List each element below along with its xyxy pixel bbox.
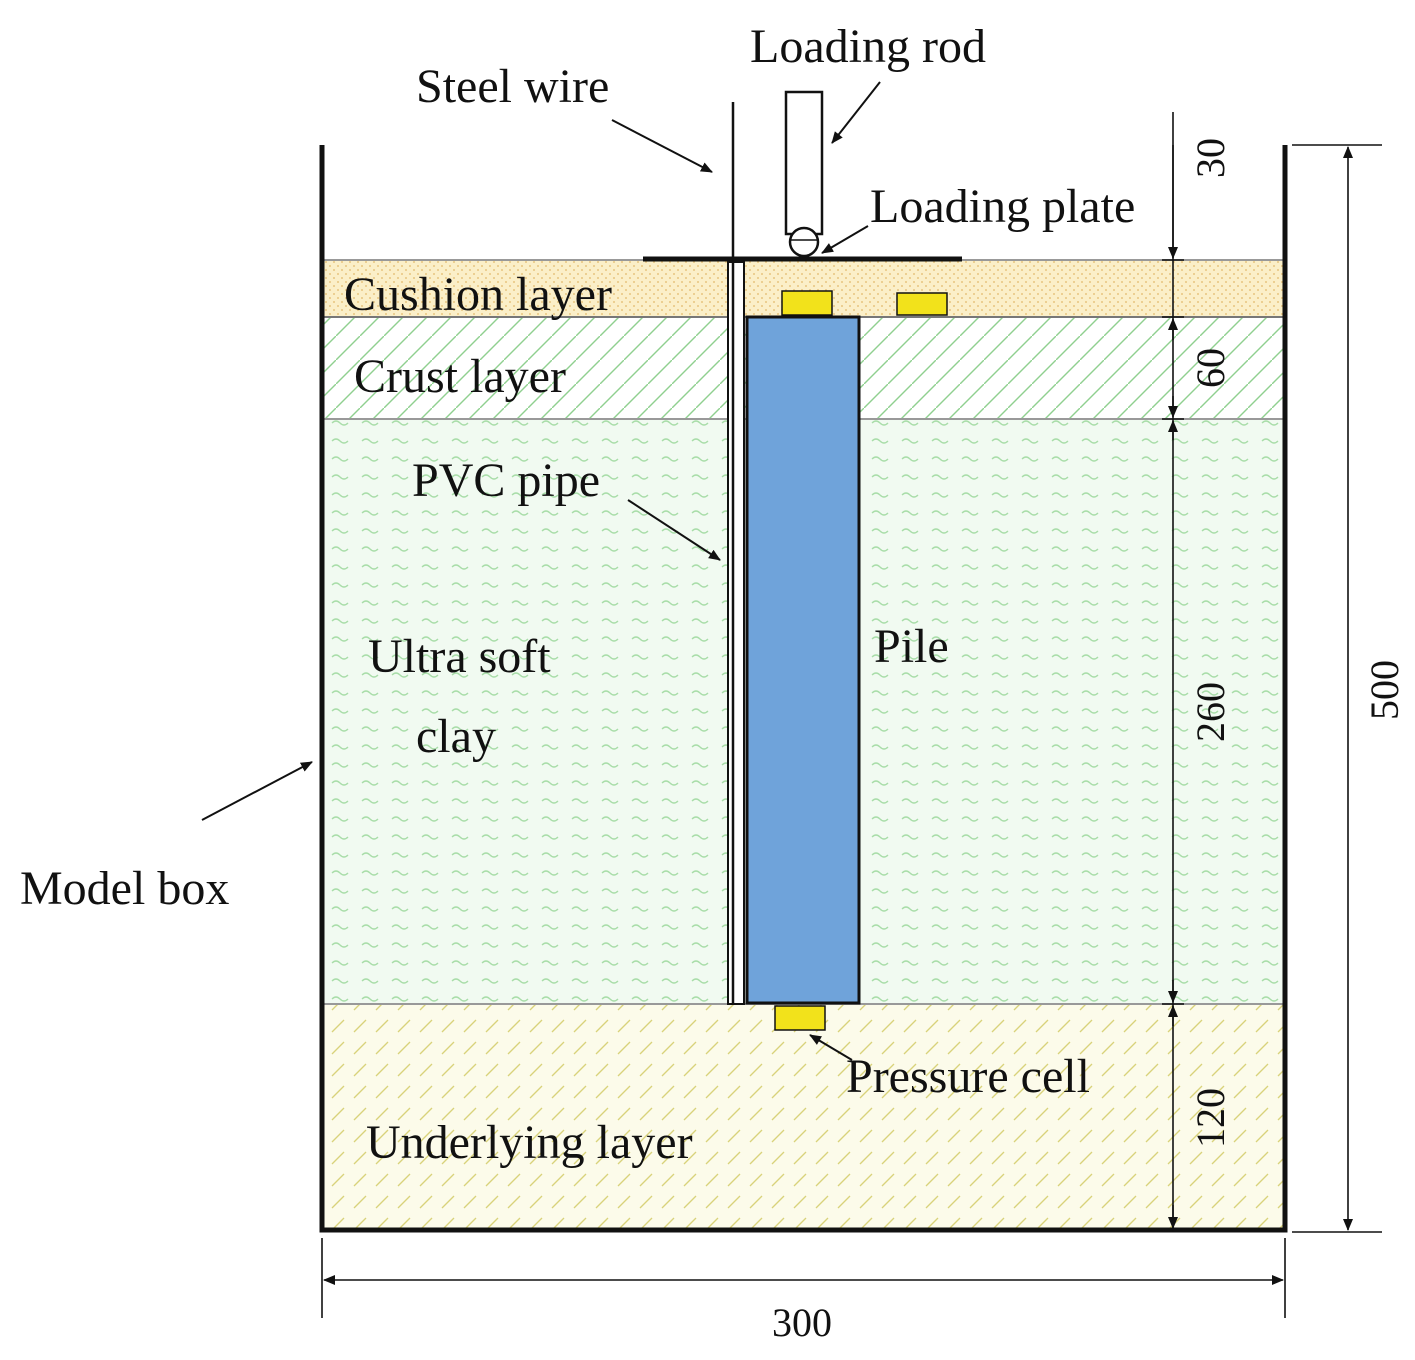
loading-rod bbox=[784, 90, 824, 236]
label-pile: Pile bbox=[874, 620, 949, 673]
arrow-pvc-pipe bbox=[627, 499, 721, 561]
pile bbox=[745, 315, 861, 1005]
pressure-cell-top-2 bbox=[896, 292, 948, 316]
arrow-steel-wire bbox=[611, 119, 713, 173]
width-dimension-lines bbox=[321, 1238, 1286, 1318]
arrow-pressure-cell bbox=[809, 1034, 853, 1061]
label-crust-layer: Crust layer bbox=[354, 350, 566, 403]
dim-120: 120 bbox=[1188, 1088, 1233, 1148]
label-ultra-soft-clay-line1: Ultra soft bbox=[368, 630, 551, 683]
inner-dimension-lines bbox=[1162, 112, 1184, 1232]
underlying-layer-fill bbox=[322, 1004, 1285, 1230]
pvc-pipe bbox=[727, 261, 745, 1005]
dim-260: 260 bbox=[1188, 682, 1233, 742]
arrow-model-box bbox=[201, 761, 313, 821]
label-loading-rod: Loading rod bbox=[750, 20, 986, 73]
dim-300: 300 bbox=[772, 1300, 832, 1345]
dim-60: 60 bbox=[1188, 348, 1233, 388]
dim-30: 30 bbox=[1188, 138, 1233, 178]
label-model-box: Model box bbox=[20, 862, 229, 915]
pressure-cell-top-1 bbox=[781, 290, 833, 316]
dim-500: 500 bbox=[1362, 660, 1407, 720]
arrow-loading-rod bbox=[831, 81, 881, 144]
label-steel-wire: Steel wire bbox=[416, 60, 609, 113]
label-pressure-cell: Pressure cell bbox=[846, 1050, 1090, 1103]
height-dimension-lines bbox=[1292, 144, 1382, 1233]
label-underlying-layer: Underlying layer bbox=[366, 1116, 693, 1169]
label-loading-plate: Loading plate bbox=[870, 180, 1135, 233]
arrow-loading-plate bbox=[821, 225, 869, 254]
label-ultra-soft-clay-line2: clay bbox=[416, 710, 496, 763]
loading-ball bbox=[788, 226, 820, 258]
label-pvc-pipe: PVC pipe bbox=[412, 454, 600, 507]
pressure-cell-bottom bbox=[774, 1005, 826, 1031]
model-box-walls bbox=[319, 145, 1288, 1233]
label-cushion-layer: Cushion layer bbox=[344, 268, 612, 321]
